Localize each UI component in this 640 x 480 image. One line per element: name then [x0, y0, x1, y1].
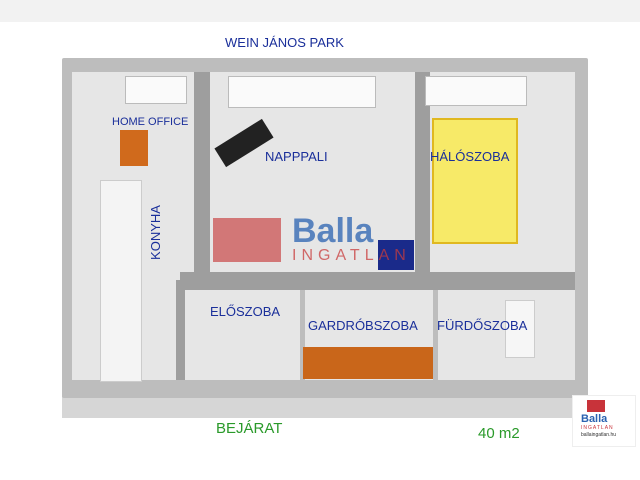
window [228, 76, 376, 108]
sink [505, 300, 535, 358]
area-label: 40 m2 [478, 425, 520, 442]
wall [180, 272, 575, 290]
room-label-living: NAPPPALI [265, 149, 328, 164]
logo-house-icon [587, 400, 605, 412]
watermark-brand: Balla [292, 212, 374, 250]
desk [120, 130, 148, 166]
hall-floor [185, 290, 300, 380]
wardrobe [303, 347, 433, 379]
room-label-bedroom: HÁLÓSZOBA [430, 149, 510, 164]
window [125, 76, 187, 104]
room-label-kitchen: KONYHA [147, 205, 163, 260]
top-bar [0, 0, 640, 22]
logo: Balla INGATLAN ballaingatlan.hu [572, 395, 636, 447]
wall [415, 72, 430, 272]
street-label: WEIN JÁNOS PARK [225, 35, 344, 50]
window [425, 76, 527, 106]
bed [432, 118, 518, 244]
logo-sub: INGATLAN [581, 425, 614, 431]
room-label-hall: ELŐSZOBA [210, 304, 281, 319]
wall [194, 72, 210, 272]
logo-url: ballaingatlan.hu [581, 432, 617, 438]
logo-brand: Balla [581, 413, 608, 425]
kitchen-counter [100, 180, 142, 382]
room-label-wardrobe: GARDRÓBSZOBA [308, 318, 418, 333]
room-label-bathroom: FÜRDŐSZOBA [437, 318, 528, 333]
watermark-house-icon [213, 218, 281, 262]
room-label-home-office: HOME OFFICE [112, 116, 189, 128]
entrance-label: BEJÁRAT [216, 420, 283, 437]
wall [176, 280, 185, 380]
armchair [378, 240, 414, 270]
watermark-sub: INGATLAN [292, 247, 411, 264]
